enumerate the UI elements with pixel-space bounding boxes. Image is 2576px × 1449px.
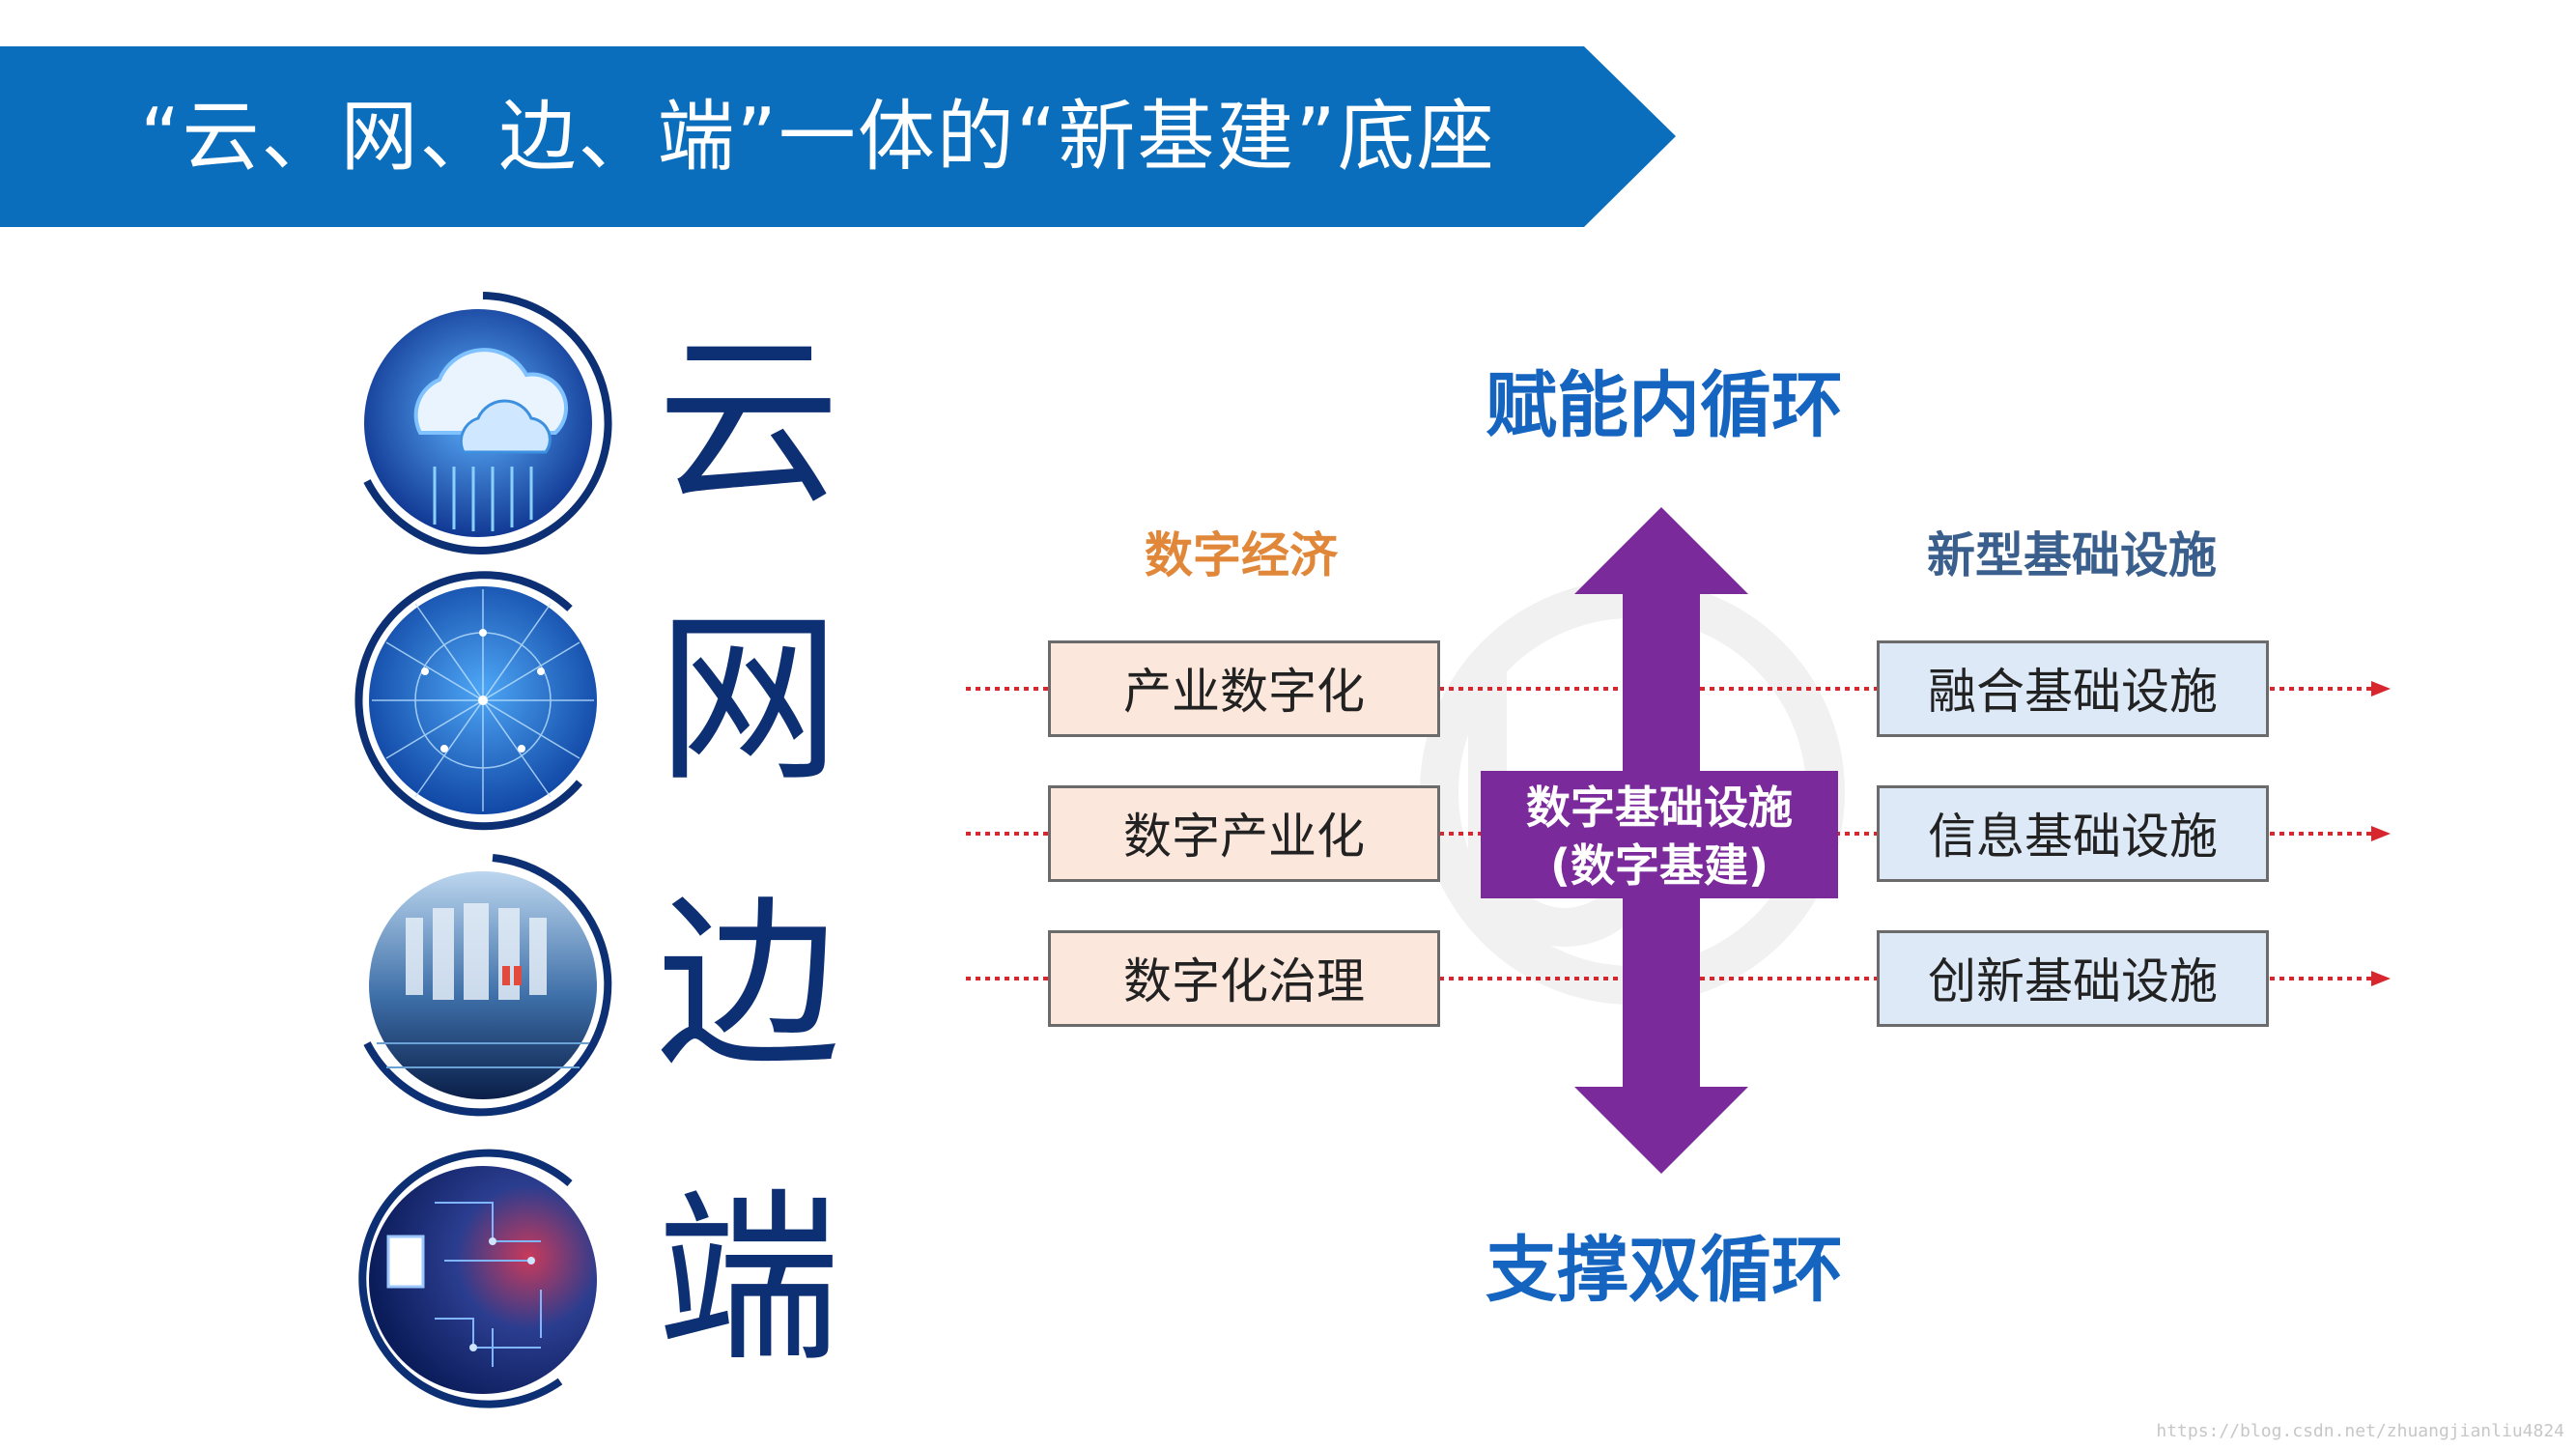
circuit-chip-icon (358, 1149, 597, 1408)
network-globe-icon (354, 571, 597, 831)
top-label: 赋能内循环 (1486, 364, 1843, 447)
pillar-char-edge: 边 (657, 878, 841, 1092)
pillar-edge: 边 (348, 850, 850, 1121)
right-item: 信息基础设施 (1877, 785, 2269, 882)
source-watermark: https://blog.csdn.net/zhuangjianliu4824 (2156, 1421, 2564, 1441)
bottom-label: 支撑双循环 (1486, 1229, 1843, 1312)
pillar-network: 网 (348, 565, 850, 836)
pillar-char-terminal: 端 (657, 1173, 841, 1386)
center-label-line2: (数字基建) (1549, 839, 1769, 892)
header-banner (0, 46, 1676, 227)
pillar-char-cloud: 云 (657, 316, 841, 529)
right-item: 创新基础设施 (1877, 930, 2269, 1027)
pillar-char-network: 网 (657, 593, 841, 807)
edge-datacenter-icon (363, 854, 612, 1117)
center-label: 数字基础设施 (数字基建) (1481, 771, 1838, 898)
left-item: 数字产业化 (1048, 785, 1440, 882)
center-label-line1: 数字基础设施 (1526, 781, 1793, 834)
right-item: 融合基础设施 (1877, 640, 2269, 737)
left-item: 数字化治理 (1048, 930, 1440, 1027)
left-heading: 数字经济 (1145, 527, 1338, 583)
pillar-terminal: 端 (348, 1145, 850, 1415)
pillar-cloud: 云 (348, 288, 850, 558)
cloud-icon (363, 292, 612, 554)
banner-arrow-shape (0, 46, 1676, 227)
page-title: “云、网、边、端”一体的“新基建”底座 (140, 92, 1496, 182)
left-item: 产业数字化 (1048, 640, 1440, 737)
right-heading: 新型基础设施 (1927, 527, 2217, 583)
